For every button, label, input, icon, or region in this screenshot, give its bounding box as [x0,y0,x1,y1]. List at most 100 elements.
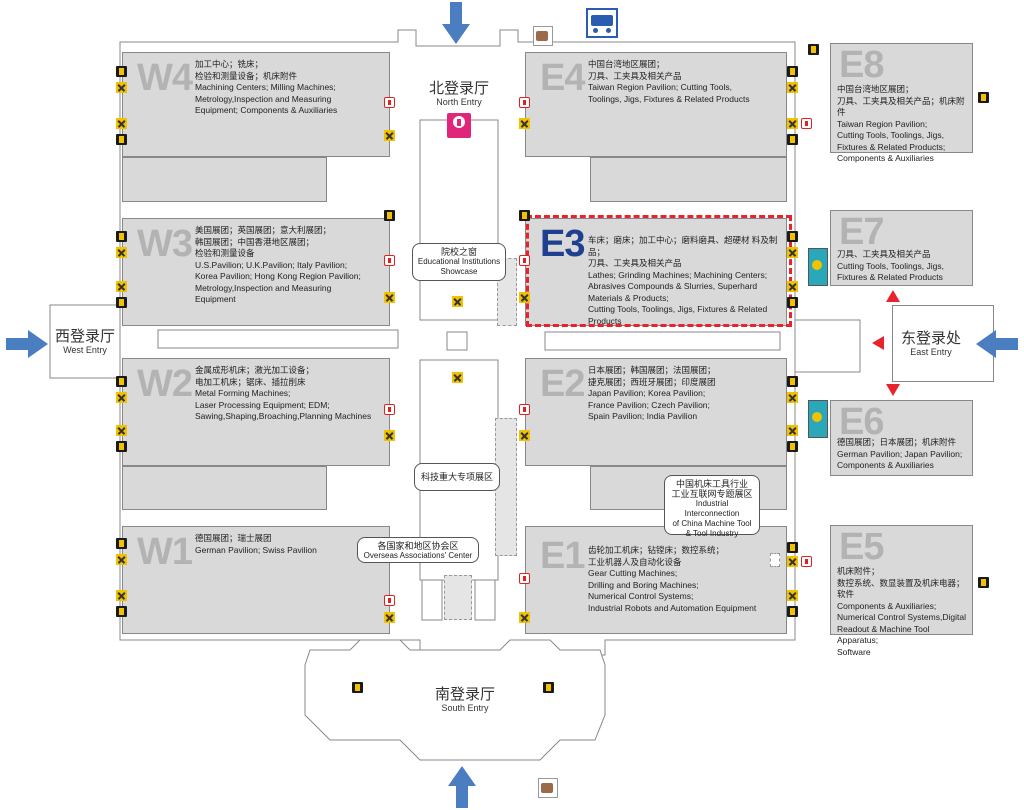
exit-icon [787,82,798,93]
education-callout-en: Educational Institutions Showcase [417,257,501,276]
hall-e6[interactable]: E6 德国展团；日本展团；机床附件 German Pavilion; Japan… [830,400,973,476]
south-entry[interactable]: 南登录厅 South Entry [410,686,520,714]
hall-code: E4 [540,57,585,99]
north-arrow-icon [442,2,470,44]
east-entry-en: East Entry [910,347,952,357]
toilet-icon [978,577,989,588]
north-entry-cn: 北登录厅 [428,80,489,97]
toilet-icon [116,538,127,549]
fire-extinguisher-icon [519,573,530,584]
hall-description: 德国展团；瑞士展团 German Pavilion; Swiss Pavilio… [195,533,317,555]
toilet-icon [116,134,127,145]
hall-description: 刀具、工夹具及相关产品 Cutting Tools, Toolings, Jig… [837,249,944,282]
south-arrow-icon [448,766,476,808]
hall-e7[interactable]: E7 刀具、工夹具及相关产品 Cutting Tools, Toolings, … [830,210,973,286]
red-arrow-up-icon [886,290,900,302]
exit-icon [116,554,127,565]
exit-icon [519,612,530,623]
exit-icon [116,118,127,129]
exit-icon [384,430,395,441]
highlight-frame [526,215,792,327]
toilet-icon [787,542,798,553]
hall-e4[interactable]: E4 中国台湾地区展团； 刀具、工夹具及相关产品 Taiwan Region P… [525,52,787,157]
exit-icon [452,296,463,307]
toilet-icon [808,44,819,55]
hall-w3[interactable]: W3 美国展团；英国展团；意大利展团； 韩国展团；中国香港地区展团； 检验和测量… [122,218,390,326]
hall-description: 加工中心；铣床； 检验和测量设备；机床附件 Machining Centers;… [195,59,338,115]
hall-e3[interactable]: E3 车床；磨床；加工中心；磨料磨具、超硬材 料及制品； 刀具、工夹具及相关产品… [525,218,787,326]
east-arrow-icon [976,330,1018,358]
toilet-icon [978,92,989,103]
exit-icon [519,118,530,129]
hall-code: W2 [137,363,193,405]
east-entry-cn: 东登录处 [900,330,961,347]
exit-icon [519,430,530,441]
fire-extinguisher-icon [519,404,530,415]
industrial-area [770,553,780,567]
hall-w4-lower [122,157,327,202]
hall-description: 金属成形机床；激光加工设备； 电加工机床；锯床、插拉削床 Metal Formi… [195,365,372,421]
exit-icon [787,392,798,403]
south-entry-en: South Entry [441,703,489,713]
east-entry[interactable]: 东登录处 East Entry [893,330,969,358]
exit-icon [384,130,395,141]
hall-description: 日本展团；韩国展团；法国展团； 捷克展团；西班牙展团；印度展团 Japan Pa… [588,365,716,421]
south-entry-cn: 南登录厅 [434,686,495,703]
toilet-icon [116,376,127,387]
exit-icon [116,425,127,436]
fire-extinguisher-icon [384,255,395,266]
overseas-area [444,575,472,620]
hall-w4[interactable]: W4 加工中心；铣床； 检验和测量设备；机床附件 Machining Cente… [122,52,390,157]
toilet-icon [787,441,798,452]
hall-e2[interactable]: E2 日本展团；韩国展团；法国展团； 捷克展团；西班牙展团；印度展团 Japan… [525,358,787,466]
luggage-icon [538,778,558,798]
exit-icon [787,556,798,567]
toilet-icon [384,210,395,221]
hall-code: E3 [540,223,585,265]
exit-icon [519,292,530,303]
hall-code: W1 [137,531,193,573]
hall-e1[interactable]: E1 齿轮加工机床；钻镗床；数控系统； 工业机器人及自动化设备 Gear Cut… [525,526,787,634]
toilet-icon [116,441,127,452]
exit-icon [787,247,798,258]
fire-extinguisher-icon [801,556,812,567]
exit-icon [787,281,798,292]
restaurant-icon [808,400,828,438]
hall-description: 机床附件； 数控系统、数显装置及机床电器；软件 Components & Aux… [837,566,966,657]
info-point-icon [447,113,471,138]
west-arrow-icon [6,330,48,358]
hall-description: 齿轮加工机床；钻镗床；数控系统； 工业机器人及自动化设备 Gear Cuttin… [588,545,757,613]
exit-icon [116,247,127,258]
north-entry-en: North Entry [436,97,482,107]
toilet-icon [116,606,127,617]
hall-w2[interactable]: W2 金属成形机床；激光加工设备； 电加工机床；锯床、插拉削床 Metal Fo… [122,358,390,466]
toilet-icon [116,297,127,308]
west-entry-cn: 西登录厅 [54,328,115,345]
exit-icon [384,292,395,303]
hall-code: E7 [839,211,884,253]
red-arrow-left-icon [872,336,884,350]
west-entry[interactable]: 西登录厅 West Entry [52,328,118,356]
overseas-callout: 各国家和地区协会区 Overseas Associations' Center [357,537,479,563]
tech-callout-cn: 科技重大专项展区 [420,472,493,482]
luggage-icon [533,26,553,46]
fire-extinguisher-icon [801,118,812,129]
hall-description: 车床；磨床；加工中心；磨料磨具、超硬材 料及制品； 刀具、工夹具及相关产品 La… [588,235,778,326]
toilet-icon [519,210,530,221]
hall-w1[interactable]: W1 德国展团；瑞士展团 German Pavilion; Swiss Pavi… [122,526,390,634]
hall-code: E8 [839,44,884,86]
toilet-icon [543,682,554,693]
industrial-callout-en: Industrial Interconnection of China Mach… [672,499,752,538]
hall-code: E5 [839,526,884,568]
hall-e5[interactable]: E5 机床附件； 数控系统、数显装置及机床电器；软件 Components & … [830,525,973,657]
hall-code: E2 [540,363,585,405]
education-callout-cn: 院校之窗 [440,247,477,257]
fire-extinguisher-icon [519,255,530,266]
hall-w2-lower [122,466,327,510]
exit-icon [116,281,127,292]
hall-description: 中国台湾地区展团； 刀具、工夹具及相关产品 Taiwan Region Pavi… [588,59,750,104]
hall-e8[interactable]: E8 中国台湾地区展团； 刀具、工夹具及相关产品；机床附件 Taiwan Reg… [830,43,973,163]
hall-code: E6 [839,401,884,443]
exit-icon [452,372,463,383]
north-entry[interactable]: 北登录厅 North Entry [418,80,500,108]
